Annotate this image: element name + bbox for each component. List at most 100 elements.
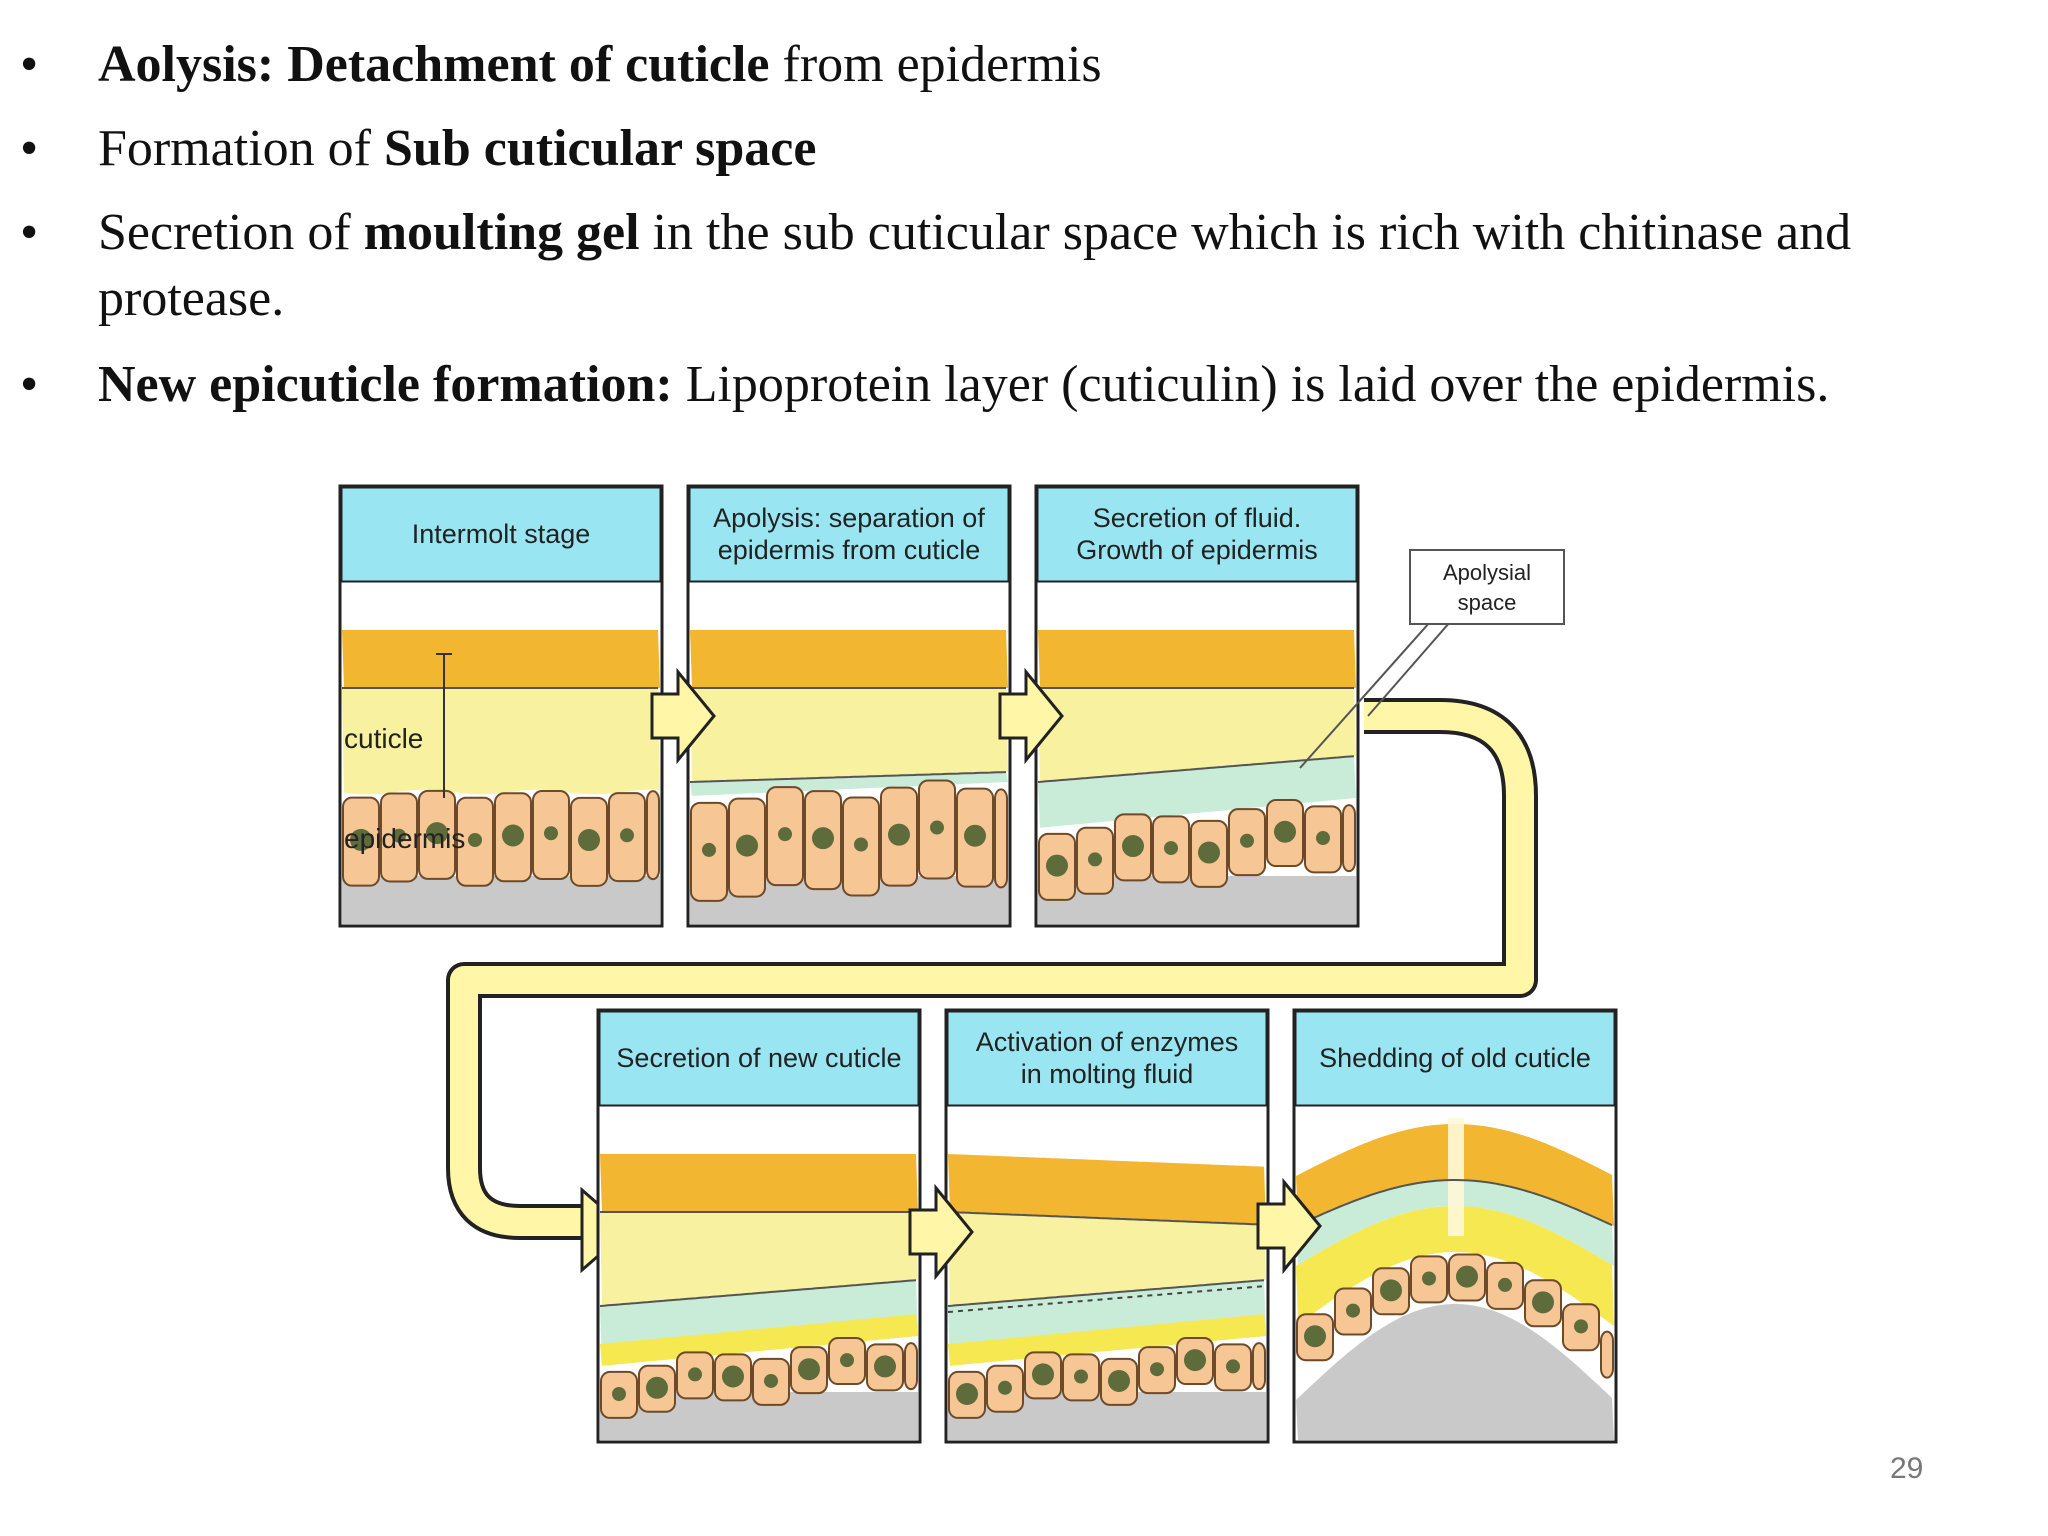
panel-enzymes-old-procuticle bbox=[948, 1212, 1266, 1306]
panel-intermolt-cell bbox=[646, 790, 660, 881]
panel-new-cuticle: Secretion of new cuticle bbox=[596, 1008, 922, 1444]
panel-shedding-new-cuticle bbox=[1296, 1206, 1614, 1326]
page-number: 29 bbox=[1890, 1452, 1924, 1485]
panel-shedding-cell bbox=[1600, 1330, 1614, 1379]
panel-enzymes-nucleus bbox=[1226, 1359, 1240, 1374]
bullet-3-text-a: Secretion of bbox=[98, 204, 364, 261]
panel-apolysis-nucleus bbox=[888, 823, 910, 846]
panel-fluid-old-procuticle bbox=[1038, 688, 1356, 782]
callout-line-1: Apolysial bbox=[1443, 560, 1531, 585]
panel-fluid-nucleus bbox=[1164, 841, 1178, 856]
callout-line-2: space bbox=[1458, 590, 1517, 615]
panel-apolysis-nucleus bbox=[964, 824, 986, 847]
panel-apolysis-nucleus bbox=[702, 842, 716, 857]
panel-apolysis-cell bbox=[994, 788, 1008, 889]
panel-enzymes-title: Activation of enzymes bbox=[976, 1027, 1239, 1057]
panel-new-cuticle-separation-line bbox=[599, 1279, 917, 1307]
arrow-1-to-2 bbox=[650, 667, 716, 765]
panel-intermolt-nucleus bbox=[392, 828, 406, 843]
panel-apolysis-separation-line bbox=[689, 771, 1007, 783]
bullet-3-bold: moulting gel bbox=[363, 204, 640, 261]
panel-shedding-base bbox=[1296, 1304, 1614, 1440]
panel-fluid-nucleus bbox=[1088, 852, 1102, 867]
stage-arrows bbox=[650, 667, 1322, 1281]
arrow-5-to-6 bbox=[1256, 1177, 1322, 1275]
panel-apolysis-title: Apolysis: separation of bbox=[713, 503, 985, 533]
panel-intermolt-nucleus bbox=[578, 829, 600, 852]
panel-enzymes-old-epicuticle bbox=[948, 1154, 1266, 1225]
bullet-dot: • bbox=[20, 356, 39, 413]
panel-fluid-nucleus bbox=[1274, 820, 1296, 843]
panel-fluid: Secretion of fluid.Growth of epidermis bbox=[1034, 484, 1360, 928]
bullet-dot: • bbox=[20, 36, 39, 93]
panel-enzymes-nucleus bbox=[1032, 1363, 1054, 1386]
panel-enzymes-nucleus bbox=[998, 1380, 1012, 1395]
panel-shedding-line bbox=[1295, 1179, 1613, 1227]
panel-new-cuticle-nucleus bbox=[722, 1365, 744, 1388]
bullet-2-bold: Sub cuticular space bbox=[383, 120, 817, 177]
panel-intermolt-base bbox=[342, 876, 660, 924]
panel-enzymes-new-cuticle bbox=[948, 1314, 1266, 1366]
bullet-dot: • bbox=[20, 204, 39, 261]
panel-new-cuticle-old-procuticle bbox=[600, 1212, 918, 1306]
panel-fluid-title: Growth of epidermis bbox=[1076, 535, 1318, 565]
panel-apolysis-header bbox=[688, 486, 1010, 583]
panel-fluid-nucleus bbox=[1122, 835, 1144, 858]
panel-apolysis-nucleus bbox=[854, 837, 868, 852]
panel-intermolt-nucleus bbox=[468, 832, 482, 847]
panel-intermolt-nucleus bbox=[426, 822, 448, 845]
panel-intermolt-title: Intermolt stage bbox=[412, 519, 591, 549]
panel-fluid-title: Secretion of fluid. bbox=[1093, 503, 1302, 533]
panel-enzymes-nucleus bbox=[1108, 1369, 1130, 1392]
stage-panels: Intermolt stagecuticleepidermisApolysis:… bbox=[338, 484, 1618, 1444]
panel-shedding-split bbox=[1448, 1118, 1464, 1236]
bullet-2-text: Formation of bbox=[98, 120, 384, 177]
panel-shedding-nucleus bbox=[1380, 1279, 1402, 1302]
panel-fluid-cell bbox=[1342, 804, 1356, 873]
panel-shedding-fluid bbox=[1296, 1180, 1614, 1266]
panel-shedding-nucleus bbox=[1422, 1271, 1436, 1286]
panel-enzymes-dotted-line bbox=[947, 1285, 1265, 1313]
panel-enzymes-layer-line bbox=[947, 1211, 1265, 1226]
panel-enzymes-title: in molting fluid bbox=[1021, 1059, 1194, 1089]
panel-intermolt-epicuticle bbox=[342, 630, 660, 688]
panel-enzymes-separation-line bbox=[947, 1279, 1265, 1307]
panel-intermolt-header bbox=[340, 486, 662, 583]
cuticle-label: cuticle bbox=[344, 723, 423, 754]
panel-shedding-nucleus bbox=[1304, 1325, 1326, 1348]
bullet-dot: • bbox=[20, 120, 39, 177]
panel-apolysis-nucleus bbox=[736, 834, 758, 857]
arrow-4-to-5 bbox=[908, 1183, 974, 1281]
panel-new-cuticle-nucleus bbox=[764, 1373, 778, 1388]
panel-enzymes-nucleus bbox=[1150, 1362, 1164, 1377]
panel-new-cuticle-old-epicuticle bbox=[600, 1154, 918, 1212]
panel-fluid-separation-line bbox=[1037, 755, 1355, 783]
panel-new-cuticle-nucleus bbox=[646, 1376, 668, 1399]
panel-new-cuticle-nucleus bbox=[612, 1386, 626, 1401]
panel-shedding-nucleus bbox=[1532, 1291, 1554, 1314]
panel-new-cuticle-cell bbox=[904, 1342, 918, 1391]
bullet-3-text-b: in the sub cuticular space which is rich… bbox=[639, 204, 1852, 261]
panel-new-cuticle-nucleus bbox=[874, 1355, 896, 1378]
bullet-1-bold: Aolysis: Detachment of cuticle bbox=[98, 36, 770, 93]
panel-apolysis-old-epicuticle bbox=[690, 630, 1008, 688]
panel-apolysis-old-procuticle bbox=[690, 688, 1008, 782]
panel-fluid-nucleus bbox=[1046, 854, 1068, 877]
panel-apolysis-nucleus bbox=[778, 827, 792, 842]
bullet-4-bold: New epicuticle formation: bbox=[98, 356, 673, 413]
panel-new-cuticle-nucleus bbox=[798, 1358, 820, 1381]
panel-shedding-nucleus bbox=[1456, 1265, 1478, 1288]
panel-shedding-title: Shedding of old cuticle bbox=[1319, 1043, 1591, 1073]
panel-shedding: Shedding of old cuticle bbox=[1292, 1008, 1618, 1444]
panel-new-cuticle-title: Secretion of new cuticle bbox=[616, 1043, 901, 1073]
bullet-1-text: from epidermis bbox=[769, 36, 1102, 93]
panel-apolysis-title: epidermis from cuticle bbox=[718, 535, 981, 565]
panel-new-cuticle-new-cuticle bbox=[600, 1314, 918, 1366]
arrow-2-to-3 bbox=[998, 667, 1064, 765]
panel-intermolt-nucleus bbox=[544, 826, 558, 841]
panel-fluid-nucleus bbox=[1316, 831, 1330, 846]
panel-intermolt-nucleus bbox=[350, 828, 372, 851]
